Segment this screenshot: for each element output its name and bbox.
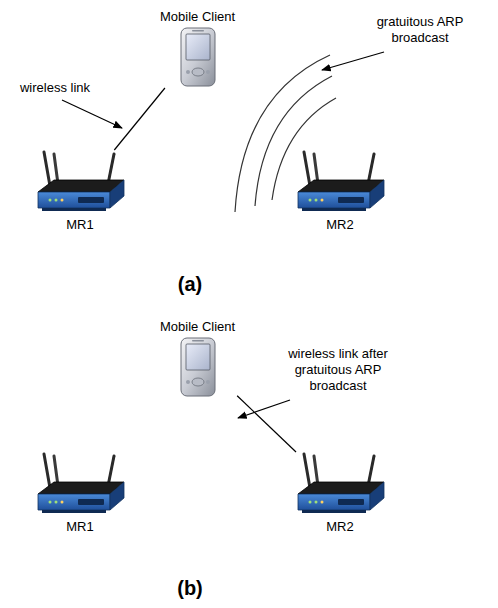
device-label: MR1 — [64, 216, 95, 234]
mobile-client: Mobile Client — [158, 8, 237, 88]
panel-caption: (b) — [160, 576, 220, 600]
panel-caption: (a) — [160, 272, 220, 296]
mesh-router: MR1 — [28, 452, 132, 536]
router-icon — [288, 150, 392, 216]
callout-text: gratuitous ARP broadcast — [365, 14, 475, 46]
pda-icon — [178, 336, 218, 398]
wireless-link — [114, 88, 165, 150]
device-label: MR1 — [64, 518, 95, 536]
mobile-client: Mobile Client — [158, 318, 237, 398]
leader-arrow — [322, 52, 384, 70]
router-icon — [288, 452, 392, 518]
mesh-router: MR2 — [288, 452, 392, 536]
device-label: Mobile Client — [158, 318, 237, 336]
leader-arrow — [238, 400, 290, 418]
router-icon — [28, 452, 132, 518]
callout-text: wireless link — [0, 80, 110, 96]
wireless-link — [237, 396, 296, 452]
leader-arrow — [62, 100, 122, 128]
mesh-router: MR1 — [28, 150, 132, 234]
callout-text: wireless link after gratuitous ARP broad… — [275, 346, 401, 394]
device-label: MR2 — [324, 518, 355, 536]
router-icon — [28, 150, 132, 216]
device-label: Mobile Client — [158, 8, 237, 26]
pda-icon — [178, 26, 218, 88]
mesh-router: MR2 — [288, 150, 392, 234]
device-label: MR2 — [324, 216, 355, 234]
